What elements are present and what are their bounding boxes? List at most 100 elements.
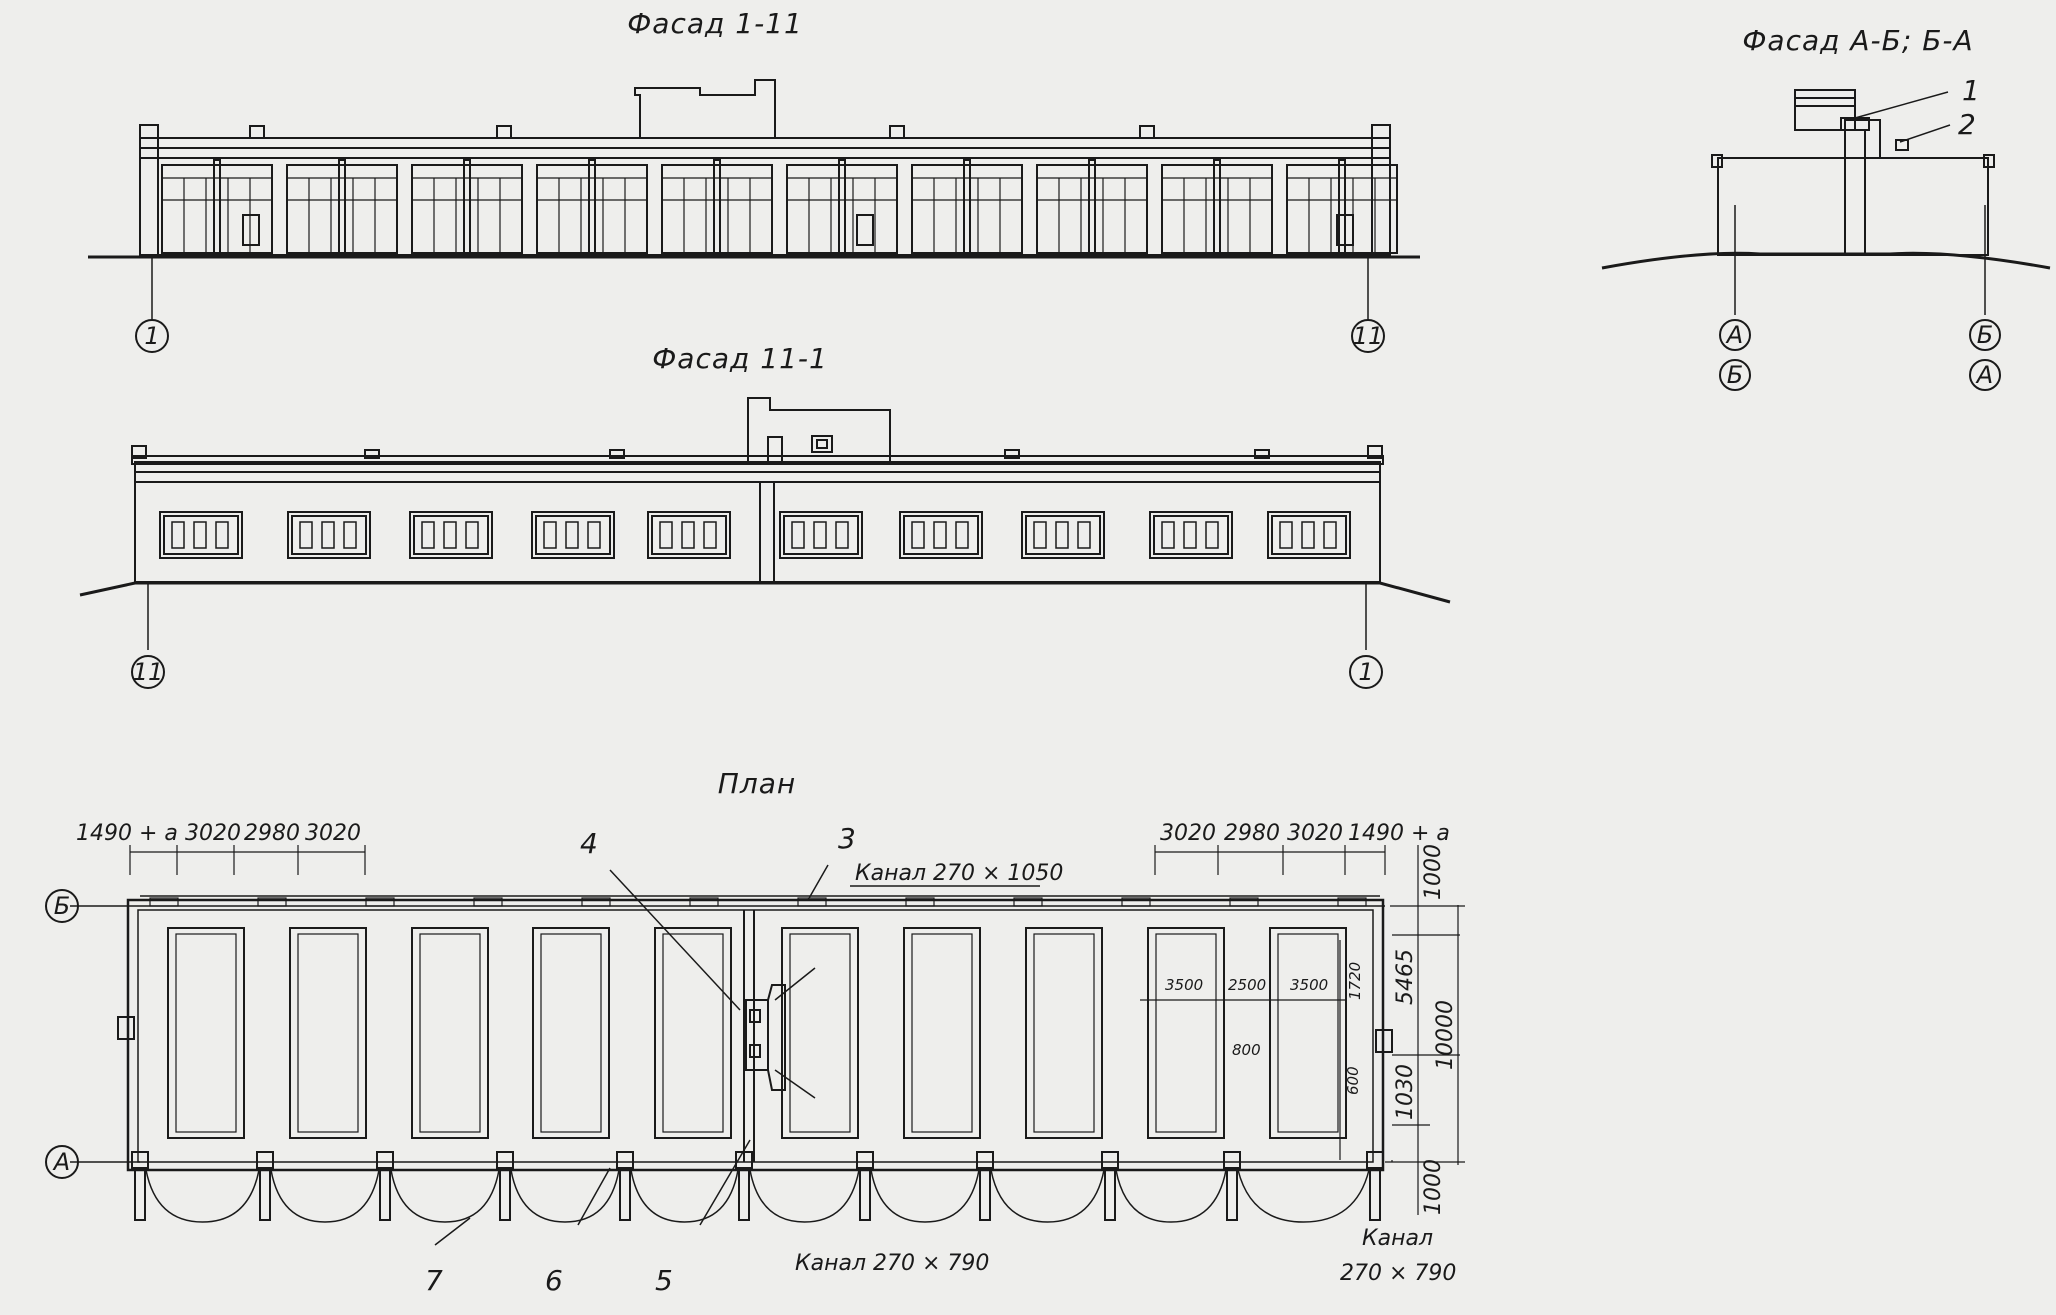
dimension-text: 10000 xyxy=(1433,1000,1458,1070)
inspection-pit xyxy=(1269,927,1347,1139)
facade-a-b-title: Фасад А-Б; Б-А xyxy=(1742,24,1973,57)
pit-edge xyxy=(175,933,237,1133)
inspection-pit xyxy=(781,927,859,1139)
facade-1-11-bays xyxy=(161,159,1398,256)
wicket-door xyxy=(1336,214,1354,246)
roof-vent xyxy=(364,449,380,459)
garage-gate xyxy=(161,164,273,254)
facade-1-11: Фасад 1-11 1 11 xyxy=(88,7,1420,353)
window-frame xyxy=(1271,515,1347,555)
dimension-text: 3020 xyxy=(1287,821,1343,846)
axis-label: Б xyxy=(1727,361,1743,389)
pilaster xyxy=(338,159,346,256)
gate-post xyxy=(1226,1167,1238,1221)
window xyxy=(409,511,493,559)
dimension-text: 3500 xyxy=(1165,976,1203,994)
plan: План Б А xyxy=(45,767,1465,1297)
ground-line xyxy=(79,581,1451,604)
gate-post xyxy=(134,1167,146,1221)
wall-niche xyxy=(1121,897,1151,907)
window-sash xyxy=(193,521,207,549)
garage-gate xyxy=(286,164,398,254)
facade-1-11-left-tower xyxy=(139,124,159,256)
callout-number: 7 xyxy=(425,1264,443,1297)
dimension-text: 1720 xyxy=(1346,962,1364,1000)
axis-marker xyxy=(1349,655,1383,689)
window-frame xyxy=(783,515,859,555)
channel-top-label: Канал 270 × 1050 xyxy=(855,861,1063,886)
plan-bays xyxy=(131,897,1384,1223)
pilaster xyxy=(213,159,221,256)
column xyxy=(1366,1151,1384,1169)
pilaster xyxy=(1213,159,1221,256)
dimension-text: 1490 + а xyxy=(1348,821,1450,846)
gate-post xyxy=(499,1167,511,1221)
window-sash xyxy=(299,521,313,549)
dimension-text: 3500 xyxy=(1290,976,1328,994)
column xyxy=(1223,1151,1241,1169)
window-sash xyxy=(215,521,229,549)
dimension-text: 3020 xyxy=(1160,821,1216,846)
facade-11-1: Фасад 11-1 xyxy=(79,342,1451,689)
column xyxy=(1101,1151,1119,1169)
pilaster xyxy=(1338,159,1346,256)
garage-gate xyxy=(786,164,898,254)
wall-niche xyxy=(1337,897,1367,907)
gate-swing-arc xyxy=(630,1169,739,1223)
wall-niche xyxy=(1229,897,1259,907)
vent-grille xyxy=(811,435,833,453)
window-sash xyxy=(1033,521,1047,549)
window-sash xyxy=(813,521,827,549)
gate-post xyxy=(379,1167,391,1221)
wall-niche xyxy=(365,897,395,907)
channel-right-label: 270 × 790 xyxy=(1340,1261,1456,1286)
facade-11-1-windows xyxy=(159,511,1351,559)
plan-outer-wall xyxy=(126,898,1385,1172)
gate-post xyxy=(859,1167,871,1221)
facade-1-11-title: Фасад 1-11 xyxy=(627,7,803,40)
axis-label: А xyxy=(1975,361,1993,389)
axis-marker xyxy=(45,889,79,923)
axis-label: Б xyxy=(54,892,70,920)
axis-marker xyxy=(135,319,169,353)
window-sash xyxy=(565,521,579,549)
dimension-text: 1030 xyxy=(1393,1064,1418,1120)
window-sash xyxy=(1183,521,1197,549)
roof-vent xyxy=(1004,449,1020,459)
column xyxy=(376,1151,394,1169)
pit-edge xyxy=(1155,933,1217,1133)
pit-edge xyxy=(1277,933,1339,1133)
wall-niche xyxy=(689,897,719,907)
gate-post xyxy=(979,1167,991,1221)
gate-swing-arc xyxy=(145,1169,260,1223)
axis-marker xyxy=(131,655,165,689)
gate-post xyxy=(1369,1167,1381,1221)
pilaster xyxy=(588,159,596,256)
window xyxy=(899,511,983,559)
gate-swing-arc xyxy=(1237,1169,1370,1223)
axis-label: А xyxy=(52,1148,70,1176)
window-sash xyxy=(1301,521,1315,549)
inspection-pit xyxy=(1147,927,1225,1139)
pit-edge xyxy=(789,933,851,1133)
inspection-pit xyxy=(167,927,245,1139)
channel-bottom-label: Канал 270 × 790 xyxy=(795,1251,989,1276)
window-sash xyxy=(835,521,849,549)
wicket-door xyxy=(856,214,874,246)
column xyxy=(976,1151,994,1169)
window xyxy=(159,511,243,559)
axis-marker xyxy=(45,1145,79,1179)
gate-post xyxy=(619,1167,631,1221)
window-frame xyxy=(651,515,727,555)
gate-swing-arc xyxy=(870,1169,980,1223)
gate-swing-arc xyxy=(390,1169,500,1223)
window xyxy=(1021,511,1105,559)
side-vent xyxy=(117,1016,135,1040)
column xyxy=(496,1151,514,1169)
inspection-pit xyxy=(1025,927,1103,1139)
pit-edge xyxy=(911,933,973,1133)
column xyxy=(131,1151,149,1169)
gate-post xyxy=(738,1167,750,1221)
side-vent xyxy=(1375,1029,1393,1053)
